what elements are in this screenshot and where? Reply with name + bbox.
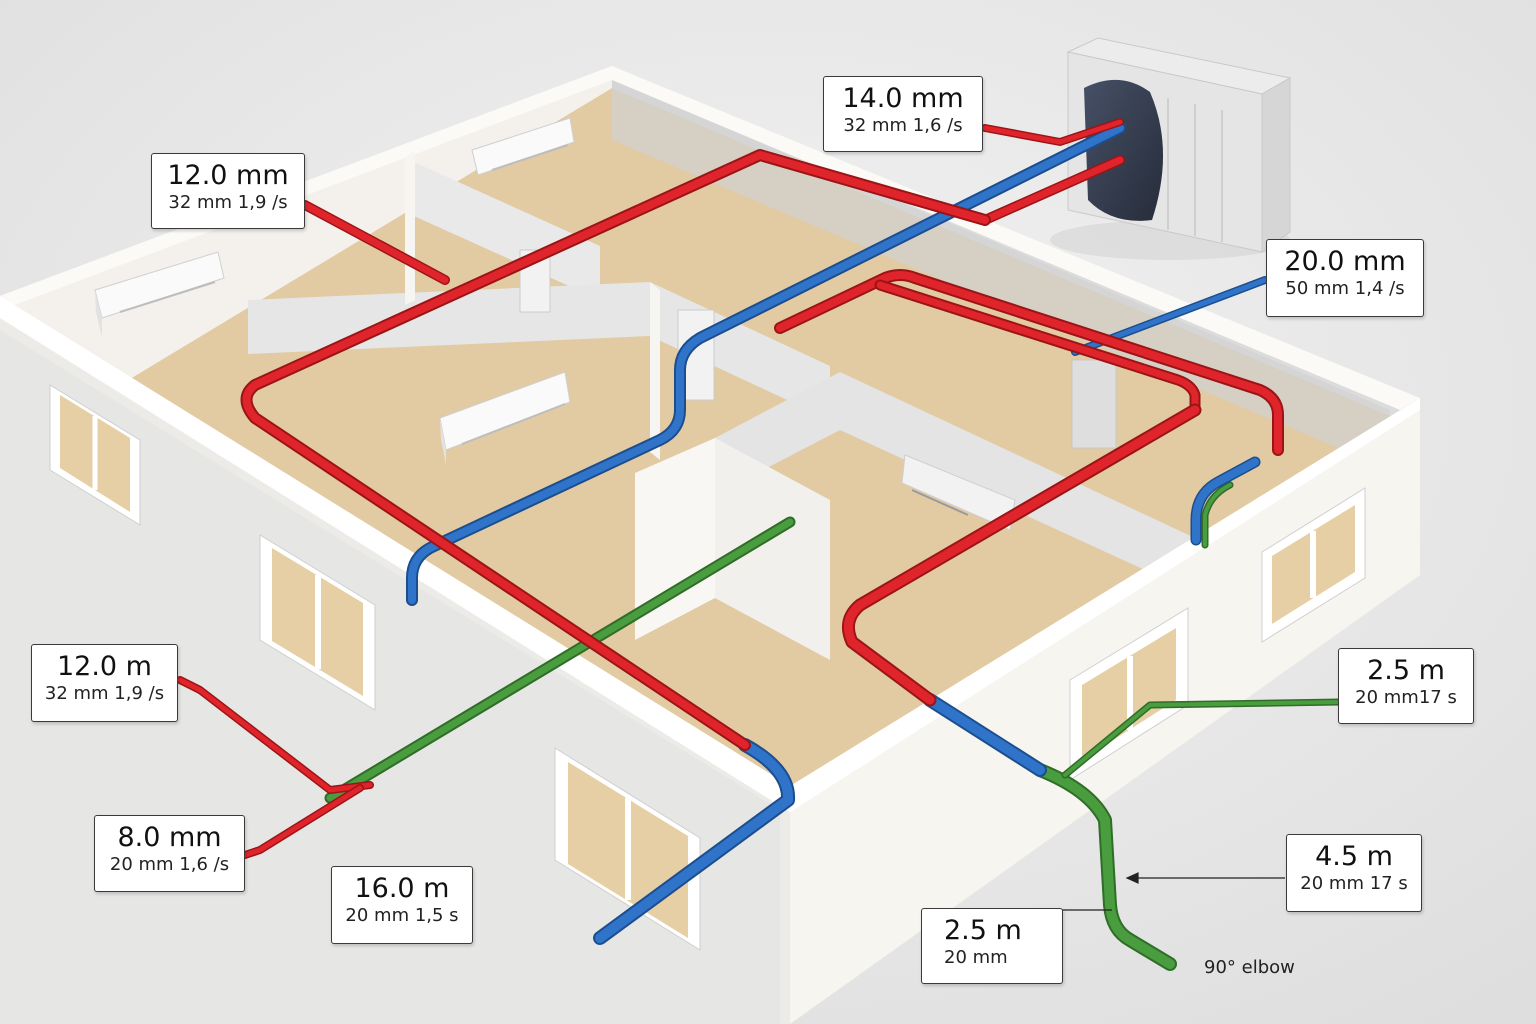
callout-return-20mm: 20.0 mm 50 mm 1,4 /s: [1266, 239, 1424, 317]
window-icon: [259, 534, 376, 711]
drain-pipes: [324, 481, 1344, 971]
callout-main-value: 16.0 m: [354, 873, 450, 904]
wall-mounted-ac-unit-icon: [471, 117, 575, 176]
callout-main-value: 12.0 mm: [167, 160, 289, 191]
door-icon: [1071, 359, 1117, 449]
back-wall-left: [0, 66, 612, 400]
callout-sub-value: 20 mm: [944, 947, 1008, 968]
window-icon: [49, 384, 141, 526]
outdoor-condenser-unit-icon: [1050, 37, 1292, 260]
callout-sub-value: 32 mm 1,9 /s: [168, 192, 288, 213]
callout-run-8mm: 8.0 mm 20 mm 1,6 /s: [94, 815, 245, 892]
callout-run-16m: 16.0 m 20 mm 1,5 s: [331, 866, 473, 944]
callout-sub-value: 50 mm 1,4 /s: [1285, 278, 1405, 299]
partition-wall-7: [405, 150, 415, 305]
partition-wall-5: [715, 438, 830, 660]
partition-wall-6: [635, 438, 715, 640]
callout-main-value: 4.5 m: [1315, 841, 1393, 872]
callout-run-12m: 12.0 m 32 mm 1,9 /s: [31, 644, 178, 722]
window-icon: [1261, 487, 1366, 643]
callout-sub-value: 32 mm 1,6 /s: [843, 115, 963, 136]
callout-drain-4-5m: 4.5 m 20 mm 17 s: [1286, 834, 1422, 912]
callout-main-value: 12.0 m: [56, 651, 152, 682]
wall-mounted-ac-unit-icon: [901, 454, 1016, 531]
callout-drain-2-5m-right: 2.5 m 20 mm17 s: [1338, 648, 1474, 724]
callout-sub-value: 32 mm 1,9 /s: [44, 683, 165, 704]
partition-wall-3: [650, 282, 660, 460]
callout-main-value: 14.0 mm: [842, 83, 964, 114]
callout-supply-12mm: 12.0 mm 32 mm 1,9 /s: [151, 153, 305, 229]
callout-main-value: 2.5 m: [1367, 655, 1445, 686]
callout-supply-14mm: 14.0 mm 32 mm 1,6 /s: [823, 76, 983, 152]
elbow-annotation: 90° elbow: [1204, 957, 1295, 978]
callout-sub-value: 20 mm17 s: [1355, 687, 1457, 708]
supply-pipes: [176, 118, 1284, 859]
callout-drain-2-5m-bottom: 2.5 m 20 mm: [921, 908, 1063, 984]
wall-mounted-ac-unit-icon: [439, 371, 571, 465]
callout-sub-value: 20 mm 1,6 /s: [109, 854, 230, 875]
callout-main-value: 2.5 m: [944, 915, 1022, 946]
callout-main-value: 8.0 mm: [117, 822, 222, 853]
return-pipes: [406, 122, 1269, 945]
callout-sub-value: 20 mm 1,5 s: [345, 905, 459, 926]
partition-wall-1: [405, 158, 600, 300]
callout-main-value: 20.0 mm: [1284, 246, 1406, 277]
wall-mounted-ac-unit-icon: [94, 251, 225, 338]
callout-sub-value: 20 mm 17 s: [1300, 873, 1408, 894]
leader-lines: [1062, 872, 1285, 911]
